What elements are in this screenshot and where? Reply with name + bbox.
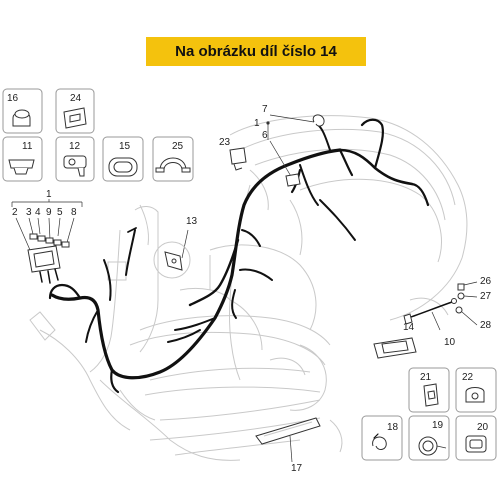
- label-17: 17: [291, 463, 303, 474]
- label-8: 8: [71, 207, 77, 218]
- thumbnail-22[interactable]: 22: [455, 367, 497, 413]
- label-26: 26: [480, 276, 492, 287]
- thumbnail-15[interactable]: 15: [102, 136, 144, 182]
- label-1: 1: [254, 118, 260, 129]
- label-23: 23: [219, 137, 231, 148]
- label-11: 11: [22, 141, 33, 152]
- label-2: 2: [12, 207, 18, 218]
- banner-text: Na obrázku díl číslo 14: [175, 43, 337, 60]
- label-22: 22: [462, 372, 474, 383]
- thumbnail-16[interactable]: 16: [2, 88, 43, 134]
- label-13: 13: [186, 216, 198, 227]
- label-18: 18: [387, 422, 399, 433]
- callout-10[interactable]: 10: [403, 298, 457, 349]
- callout-14[interactable]: 14: [373, 322, 417, 359]
- label-16: 16: [7, 93, 19, 104]
- thumbnail-19[interactable]: 19: [408, 415, 450, 461]
- label-12: 12: [69, 141, 81, 152]
- label-9: 9: [46, 207, 52, 218]
- callout-23[interactable]: 23: [219, 137, 247, 171]
- label-7: 7: [262, 104, 268, 115]
- label-19: 19: [432, 420, 444, 431]
- thumbnail-25[interactable]: 25: [152, 136, 194, 182]
- thumbnail-21[interactable]: 21: [408, 367, 450, 413]
- label-24: 24: [70, 93, 82, 104]
- label-6: 6: [262, 130, 268, 141]
- label-4: 4: [35, 207, 41, 218]
- callout-13[interactable]: 13: [153, 216, 198, 279]
- scooter-body-outline: [29, 115, 468, 461]
- label-10: 10: [444, 337, 456, 348]
- part-number-banner: Na obrázku díl číslo 14: [146, 37, 366, 66]
- thumbnail-12[interactable]: 12: [55, 136, 95, 182]
- label-27: 27: [480, 291, 492, 302]
- label-15: 15: [119, 141, 131, 152]
- label-20: 20: [477, 422, 489, 433]
- label-14: 14: [403, 322, 415, 333]
- label-21: 21: [420, 372, 432, 383]
- thumbnail-11[interactable]: 11: [2, 136, 43, 182]
- label-5: 5: [57, 207, 63, 218]
- callout-26-27-28[interactable]: 26 27 28: [455, 276, 492, 331]
- callout-17[interactable]: 17: [255, 417, 321, 474]
- callout-7-1-6[interactable]: 7 1 6: [254, 104, 325, 187]
- label-28: 28: [480, 320, 492, 331]
- thumbnail-18[interactable]: 18: [361, 415, 403, 461]
- label-25: 25: [172, 141, 184, 152]
- label-3: 3: [26, 207, 32, 218]
- connector-group[interactable]: 1 2 3 4 9 5 8: [11, 189, 83, 284]
- thumbnail-24[interactable]: 24: [55, 88, 95, 134]
- wiring-harness: [48, 118, 430, 394]
- label-1-group: 1: [46, 189, 52, 200]
- thumbnail-20[interactable]: 20: [455, 415, 497, 461]
